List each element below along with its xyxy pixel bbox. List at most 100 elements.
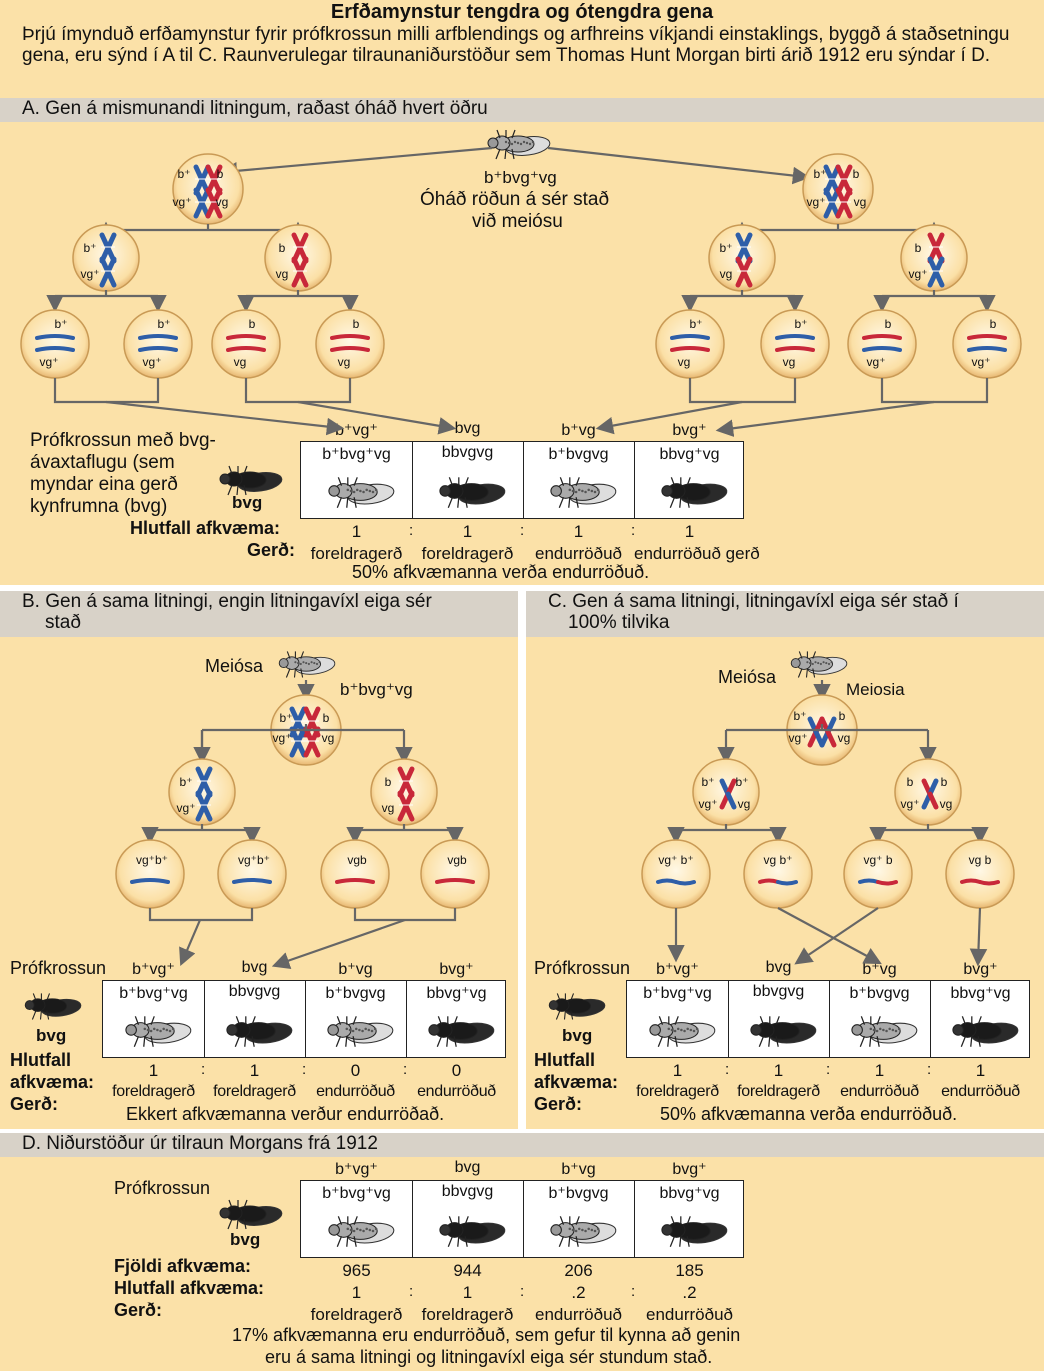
- panel-c-fly: [750, 1016, 817, 1047]
- panel-b-fly-leg: [436, 1036, 443, 1047]
- panel-c-gamete: [843, 839, 913, 909]
- panel-c-offspring-ratio: 1: [975, 1061, 986, 1080]
- panel-b-offspring-fly: [327, 1016, 394, 1047]
- panel-b-fly-spot: [348, 1028, 352, 1032]
- panel-c-offspring-type: endurröðuð: [941, 1083, 1020, 1100]
- panel-c-fly-head: [952, 1024, 964, 1036]
- panel-a-gamete-label: bvg: [454, 420, 481, 437]
- panel-c-gamete-strand-l: [656, 878, 678, 884]
- panel-d-grid-separator: [523, 1181, 524, 1257]
- panel-c-gamete: [743, 839, 813, 909]
- panel-c-gamete-label: vg⁺ b⁺: [658, 853, 693, 867]
- panel-c-fly-leg: [960, 1036, 967, 1047]
- panel-a-gamete-label: vg⁺: [39, 355, 58, 369]
- panel-d-fly-leg: [575, 1216, 580, 1225]
- panel-b-offspring-genotype: b⁺bvg⁺vg: [119, 985, 188, 1002]
- panel-b-ratio-label2: afkvæma:: [10, 1072, 95, 1092]
- panel-a-fly-leg: [568, 497, 571, 508]
- panel-d-fly-spot: [365, 1227, 368, 1231]
- panel-b-split: [150, 824, 252, 832]
- panel-a-offspring-genotype: b⁺bvgvg: [548, 446, 609, 463]
- panel-a-fly-spot: [596, 488, 600, 492]
- panel-d-fly-leg: [686, 1236, 690, 1247]
- panel-b-fly-holder: [226, 1016, 293, 1047]
- panel-d-fly-leg: [679, 1236, 682, 1247]
- panel-a-meiosis-cell-chrom1: [927, 232, 945, 264]
- panel-d-fly-leg: [457, 1236, 460, 1247]
- panel-b-fly: [226, 1016, 293, 1047]
- panel-d-fly-leg: [353, 1236, 357, 1247]
- panel-d-fly-spot: [371, 1229, 375, 1233]
- panel-b-testcross-fly: [24, 993, 82, 1020]
- panel-b-parent-fly-spot: [294, 661, 297, 664]
- panel-a-collector: [53, 378, 160, 404]
- panel-c-meiosis2: Meiosia: [846, 680, 905, 699]
- panel-b-fly-spot: [159, 1029, 162, 1033]
- panel-d-testcross-fly-leg: [236, 1218, 239, 1230]
- panel-b-collector: [353, 908, 457, 922]
- panel-d-fly-head: [439, 1224, 451, 1236]
- panel-b-ratio-label1: Hlutfall: [10, 1050, 71, 1070]
- panel-b-grid-separator: [305, 981, 306, 1057]
- panel-b-gamete-label: bvg⁺: [439, 961, 474, 978]
- panel-c-fly-holder: [750, 1016, 817, 1047]
- panel-c-fly-leg: [977, 1036, 981, 1047]
- panel-a-gamete-strand1: [226, 334, 266, 340]
- panel-a-offspring-ratio: 1: [351, 522, 362, 541]
- panel-c-offspring-type: endurröðuð: [840, 1083, 919, 1100]
- panel-a-gamete-label: b: [990, 317, 997, 331]
- panel-b-gamete-label: b⁺vg: [338, 961, 373, 978]
- panel-a-gamete-strand2: [862, 346, 902, 352]
- panel-a-ratio-colon: :: [631, 522, 636, 539]
- panel-c-parent-fly-leg: [805, 668, 808, 678]
- panel-b-fly: [125, 1016, 192, 1047]
- panel-c-fly-spot: [680, 1028, 683, 1032]
- panel-a-parent-fly-spot: [522, 140, 526, 144]
- panel-d-fly-spot: [581, 1228, 584, 1232]
- panel-d-testcross-fly-leg: [243, 1218, 247, 1230]
- panel-c-allele: b: [839, 709, 846, 723]
- panel-a-offspring-ratio: 1: [684, 522, 695, 541]
- panel-d-fly-leg: [575, 1236, 579, 1247]
- panel-c-grid-separator: [930, 981, 931, 1057]
- panel-b-fly-spot: [364, 1027, 367, 1031]
- panel-c-meiosis-cell-chrom-d: [927, 791, 939, 810]
- panel-c-fly-head: [649, 1024, 661, 1036]
- panel-a-split: [246, 290, 350, 298]
- panel-c-fly-holder: [851, 1016, 918, 1047]
- panel-a-testcross-fly: [219, 465, 283, 496]
- panel-c-meiosis-cell-label: b⁺: [701, 775, 714, 789]
- panel-d-fly: [328, 1216, 395, 1247]
- panel-a-gamete-strand2: [330, 346, 370, 352]
- panel-a-fly-leg: [353, 497, 357, 508]
- panel-c-fly-spot: [882, 1028, 885, 1032]
- panel-c-offspring-ratio: 1: [874, 1061, 885, 1080]
- panel-b-fly-leg: [352, 1016, 357, 1025]
- panel-b-meiosis: Meiósa: [205, 656, 264, 676]
- panel-a-note-line1: Óháð röðun á sér stað: [420, 189, 610, 210]
- panel-c-fly-label: bvg: [562, 1026, 593, 1045]
- panel-a-fly-holder: [328, 477, 395, 508]
- panel-d-fly-leg: [448, 1216, 454, 1225]
- panel-a-testcross-fly-leg: [243, 465, 248, 475]
- panel-d-offspring-ratio: 1: [351, 1283, 362, 1302]
- panel-a-fly-holder: [550, 477, 617, 508]
- panel-a-split: [690, 290, 795, 298]
- panel-a-parent-fly-spot: [531, 140, 535, 144]
- panel-c-gamete-strand-l: [960, 878, 982, 884]
- panel-b-testcross-fly-leg: [46, 1010, 50, 1020]
- panel-a-meiosis-cell-label: b: [279, 241, 286, 255]
- panel-c-parent-fly-spot: [817, 662, 820, 665]
- panel-c-gamete: [945, 839, 1015, 909]
- panel-b-fly-leg: [244, 1036, 247, 1047]
- panel-c-fly: [952, 1016, 1019, 1047]
- panel-a-gamete-label: vg: [678, 355, 691, 369]
- panel-d-fly-spot: [359, 1228, 362, 1232]
- panel-c-gamete-label: vg⁺ b: [863, 853, 892, 867]
- panel-c-fly-leg: [860, 1016, 866, 1025]
- panel-a-testcross-fly-leg: [236, 484, 239, 496]
- panel-b-offspring-type: foreldragerð: [112, 1083, 195, 1100]
- panel-a-testcross-fly-leg: [227, 484, 233, 496]
- panel-c-meiosis-cell-label: b: [907, 775, 914, 789]
- panel-b-gamete-label: vg⁺b⁺: [238, 853, 270, 867]
